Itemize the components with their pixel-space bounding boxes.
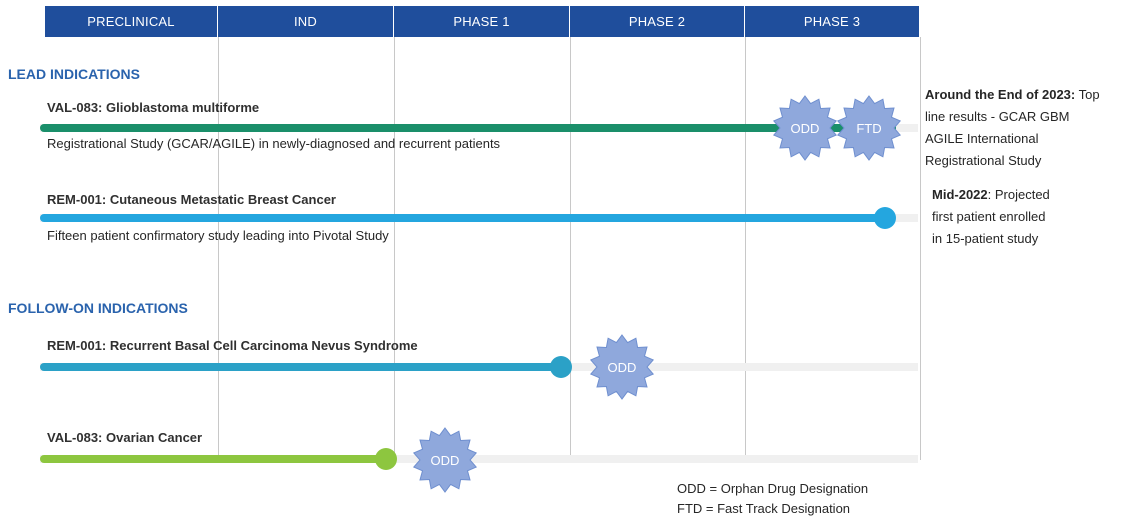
section-followon-indications: FOLLOW-ON INDICATIONS	[8, 300, 188, 316]
progress-bar	[40, 363, 562, 371]
milestone-note-date: Around the End of 2023:	[925, 87, 1076, 102]
progress-bar	[40, 214, 885, 222]
program-description: Registrational Study (GCAR/AGILE) in new…	[47, 136, 501, 151]
progress-bar	[40, 124, 885, 132]
note-line: Top	[1075, 87, 1100, 102]
legend-odd: ODD = Orphan Drug Designation	[677, 481, 869, 496]
grid-line	[218, 37, 219, 460]
section-lead-indications: LEAD INDICATIONS	[8, 66, 140, 82]
milestone-note-date: Mid-2022	[932, 187, 988, 202]
odd-badge: ODD	[772, 95, 838, 161]
phase-header-ind: IND	[218, 6, 394, 37]
program-title: REM-001: Cutaneous Metastatic Breast Can…	[47, 192, 336, 207]
starburst-shape	[412, 427, 478, 493]
odd-badge: ODD	[412, 427, 478, 493]
note-line: first patient enrolled	[932, 209, 1046, 224]
program-track	[40, 455, 918, 463]
note-line: in 15-patient study	[932, 231, 1039, 246]
program-title: VAL-083: Glioblastoma multiforme	[47, 100, 260, 115]
phase-header-preclinical: PRECLINICAL	[45, 6, 218, 37]
starburst-shape	[836, 95, 902, 161]
ftd-badge-label: FTD	[856, 120, 882, 136]
legend-ftd: FTD = Fast Track Designation	[677, 501, 851, 516]
grid-line	[920, 37, 921, 460]
grid-line	[570, 37, 571, 460]
phase-header-phase2: PHASE 2	[570, 6, 745, 37]
progress-marker	[375, 448, 398, 470]
note-line: line results - GCAR GBM	[925, 109, 1070, 124]
milestone-note-gbm: Around the End of 2023: Top line results…	[925, 84, 1100, 172]
grid-line	[394, 37, 395, 460]
odd-badge-label: ODD	[790, 120, 820, 136]
ftd-badge: FTD	[836, 95, 902, 161]
note-line: : Projected	[987, 187, 1050, 202]
program-title: REM-001: Recurrent Basal Cell Carcinoma …	[47, 338, 418, 353]
program-title: VAL-083: Ovarian Cancer	[47, 430, 203, 445]
phase-header-phase3: PHASE 3	[745, 6, 920, 37]
starburst-shape	[772, 95, 838, 161]
progress-marker	[550, 356, 573, 378]
odd-badge: ODD	[589, 334, 655, 400]
odd-badge-label: ODD	[607, 359, 637, 375]
grid-line	[745, 37, 746, 460]
starburst-shape	[589, 334, 655, 400]
phase-header-phase1: PHASE 1	[394, 6, 570, 37]
milestone-note-cmbc: Mid-2022: Projected first patient enroll…	[932, 184, 1050, 250]
note-line: AGILE International	[925, 131, 1039, 146]
note-line: Registrational Study	[925, 153, 1042, 168]
progress-bar	[40, 455, 387, 463]
progress-marker	[874, 207, 896, 229]
program-description: Fifteen patient confirmatory study leadi…	[47, 228, 389, 243]
odd-badge-label: ODD	[430, 452, 460, 468]
